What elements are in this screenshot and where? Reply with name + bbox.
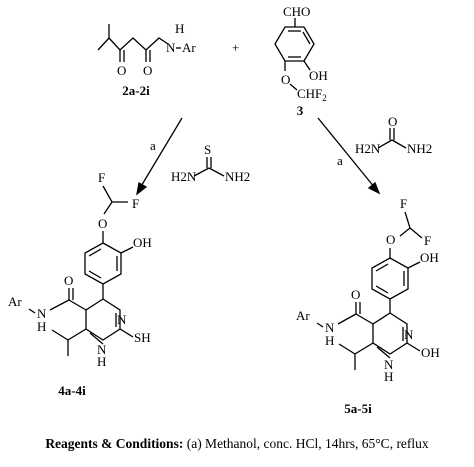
oxo-amide-o: O <box>351 287 360 302</box>
thio-ar: Ar <box>8 294 22 309</box>
product-oxo: F F O OH N N H OH O N H Ar 5a-5i <box>296 196 440 416</box>
compound-label-4: 4a-4i <box>58 383 86 398</box>
aldehyde-cho: CHO <box>283 4 310 19</box>
oxo-phenol-oh: OH <box>420 250 439 265</box>
right-reaction-arrow: a <box>317 117 381 195</box>
thio-f2: F <box>132 196 139 211</box>
thio-amide-o: O <box>64 273 73 288</box>
amide-ar: Ar <box>182 40 196 55</box>
urea-reagent: O H2N NH2 <box>355 114 432 156</box>
aldehyde-chf2: CHF2 <box>297 86 327 103</box>
thiourea-nh2-left: H2N <box>171 169 197 184</box>
amide-reactant: O O N H Ar 2a-2i <box>97 21 196 98</box>
thio-sh: SH <box>134 330 151 345</box>
amide-carbonyl-o: O <box>143 63 152 78</box>
aldehyde-ether-o: O <box>281 72 290 87</box>
caption-heading: Reagents & Conditions: <box>45 436 184 451</box>
reaction-conditions-caption: Reagents & Conditions: (a) Methanol, con… <box>0 436 474 452</box>
oxo-ring-n: N <box>404 327 414 342</box>
thiourea-reagent: S H2N NH2 <box>171 142 250 184</box>
amide-ketone-o: O <box>117 63 126 78</box>
urea-nh2-right: NH2 <box>407 141 432 156</box>
aldehyde-oh: OH <box>309 68 328 83</box>
left-arrow-label-a: a <box>150 138 156 153</box>
caption-text: (a) Methanol, conc. HCl, 14hrs, 65°C, re… <box>183 436 429 451</box>
thio-amide-n: N <box>37 306 47 321</box>
oxo-ring-h: H <box>384 369 393 384</box>
urea-nh2-left: H2N <box>355 141 381 156</box>
amide-h: H <box>175 21 184 36</box>
urea-o: O <box>388 114 397 129</box>
oxo-amide-n: N <box>325 320 335 335</box>
thiourea-s: S <box>204 142 211 157</box>
left-reaction-arrow: a <box>136 117 183 196</box>
thio-ether-o: O <box>98 216 107 231</box>
thio-ring-n: N <box>117 312 127 327</box>
right-arrow-label-a: a <box>337 153 343 168</box>
oxo-ether-o: O <box>386 232 395 247</box>
thio-f1: F <box>98 170 105 185</box>
oxo-ar: Ar <box>296 308 310 323</box>
amide-n: N <box>166 40 176 55</box>
thiourea-nh2-right: NH2 <box>225 169 250 184</box>
thio-phenol-oh: OH <box>133 235 152 250</box>
oxo-f1: F <box>400 196 407 211</box>
aldehyde-reactant: CHO OH O CHF2 3 <box>274 4 328 118</box>
compound-label-5: 5a-5i <box>344 401 372 416</box>
compound-label-3: 3 <box>297 103 304 118</box>
oxo-oh: OH <box>421 345 440 360</box>
product-thio: F F O OH N N H SH O N H Ar 4a-4i <box>8 170 152 398</box>
thio-amide-h: H <box>37 319 46 334</box>
oxo-ring-nh: N <box>384 357 394 372</box>
oxo-amide-h: H <box>325 333 334 348</box>
plus-sign: + <box>232 40 239 55</box>
oxo-f2: F <box>424 233 431 248</box>
compound-label-2: 2a-2i <box>122 83 150 98</box>
thio-ring-h: H <box>97 354 106 369</box>
thio-ring-nh: N <box>97 342 107 357</box>
